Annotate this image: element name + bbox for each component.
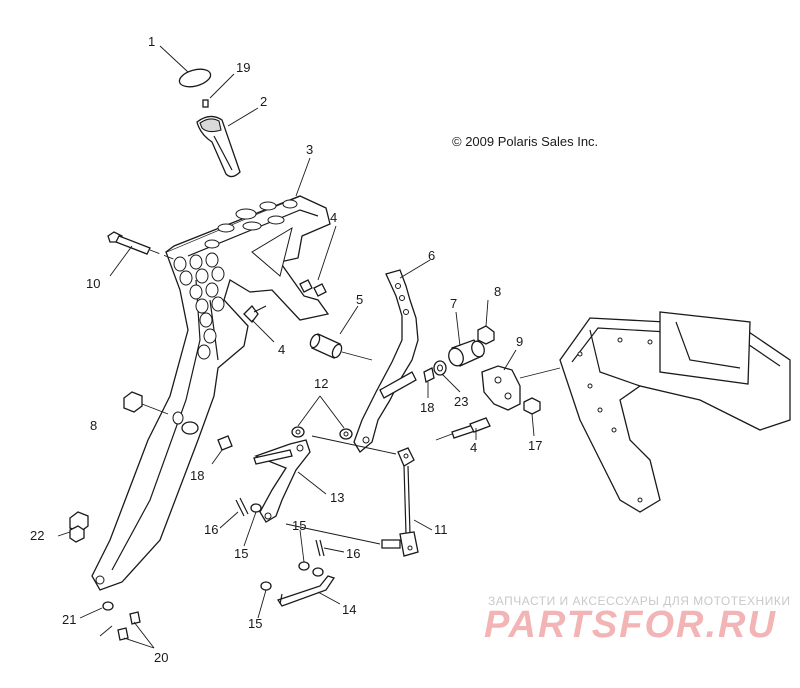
callout-18-upper: 18 xyxy=(420,400,434,415)
callout-23: 23 xyxy=(454,394,468,409)
callout-2: 2 xyxy=(260,94,267,109)
callout-11: 11 xyxy=(434,522,448,537)
callout-15-bottom: 15 xyxy=(248,616,262,631)
part-bolt-lower xyxy=(435,417,491,441)
callout-8-upper: 8 xyxy=(494,284,501,299)
part-washer-15b xyxy=(298,561,324,577)
part-washer-21 xyxy=(102,601,114,611)
callout-3: 3 xyxy=(306,142,313,157)
part-pin-right xyxy=(315,539,325,557)
callout-7: 7 xyxy=(450,296,457,311)
callout-4-lower: 4 xyxy=(470,440,477,455)
callout-4-upper: 4 xyxy=(330,210,337,225)
part-clip-lower xyxy=(217,435,233,451)
part-spacer-tube xyxy=(309,333,373,361)
copyright-notice: © 2009 Polaris Sales Inc. xyxy=(452,134,599,149)
callout-14: 14 xyxy=(342,602,356,617)
callout-15-right: 15 xyxy=(292,518,306,533)
callout-16-left: 16 xyxy=(204,522,218,537)
callout-6: 6 xyxy=(428,248,435,263)
part-nut-lower xyxy=(123,391,169,415)
part-long-bolt xyxy=(107,231,177,261)
vehicle-frame xyxy=(519,311,791,513)
part-lower-lever xyxy=(253,439,311,523)
part-bolt-upper xyxy=(299,279,327,297)
callout-22: 22 xyxy=(30,528,44,543)
callout-15-left: 15 xyxy=(234,546,248,561)
callout-labels: 1 19 2 3 4 10 6 8 7 9 5 4 12 18 23 8 17 … xyxy=(30,34,542,665)
part-nut-17 xyxy=(523,397,541,415)
part-nut-top xyxy=(477,325,495,345)
callout-21: 21 xyxy=(62,612,76,627)
part-nut-22 xyxy=(69,511,89,543)
part-washers-12 xyxy=(291,426,353,440)
callout-18-lower: 18 xyxy=(190,468,204,483)
watermark-tagline: ЗАПЧАСТИ И АКСЕССУАРЫ ДЛЯ МОТОТЕХНИКИ xyxy=(488,594,791,608)
part-bolt-middle xyxy=(243,305,267,323)
callout-19: 19 xyxy=(236,60,250,75)
part-clip-upper xyxy=(423,367,435,383)
part-main-bracket xyxy=(91,195,331,591)
leader-lines xyxy=(57,45,535,649)
part-washer-23 xyxy=(433,360,447,376)
part-pin-left xyxy=(235,497,249,517)
part-washer-15a xyxy=(250,503,262,513)
callout-10: 10 xyxy=(86,276,100,291)
watermark-brand: PARTSFOR.RU xyxy=(484,604,777,646)
callout-4-middle: 4 xyxy=(278,342,285,357)
part-bushing xyxy=(448,339,485,367)
callout-9: 9 xyxy=(516,334,523,349)
callout-8-lower: 8 xyxy=(90,418,97,433)
callout-1: 1 xyxy=(148,34,155,49)
callout-13: 13 xyxy=(330,490,344,505)
callout-17: 17 xyxy=(528,438,542,453)
callout-16-right: 16 xyxy=(346,546,360,561)
callout-5: 5 xyxy=(356,292,363,307)
part-link-rod xyxy=(285,435,419,557)
part-screw xyxy=(202,99,209,108)
callout-12: 12 xyxy=(314,376,328,391)
part-washer-15c xyxy=(260,581,272,591)
callout-20: 20 xyxy=(154,650,168,665)
part-shift-lever xyxy=(353,269,419,453)
part-mount-bracket xyxy=(481,365,521,411)
part-screws-20 xyxy=(99,611,141,641)
part-cap xyxy=(178,68,212,88)
part-rod-14 xyxy=(276,575,336,607)
part-shift-knob xyxy=(196,115,241,178)
